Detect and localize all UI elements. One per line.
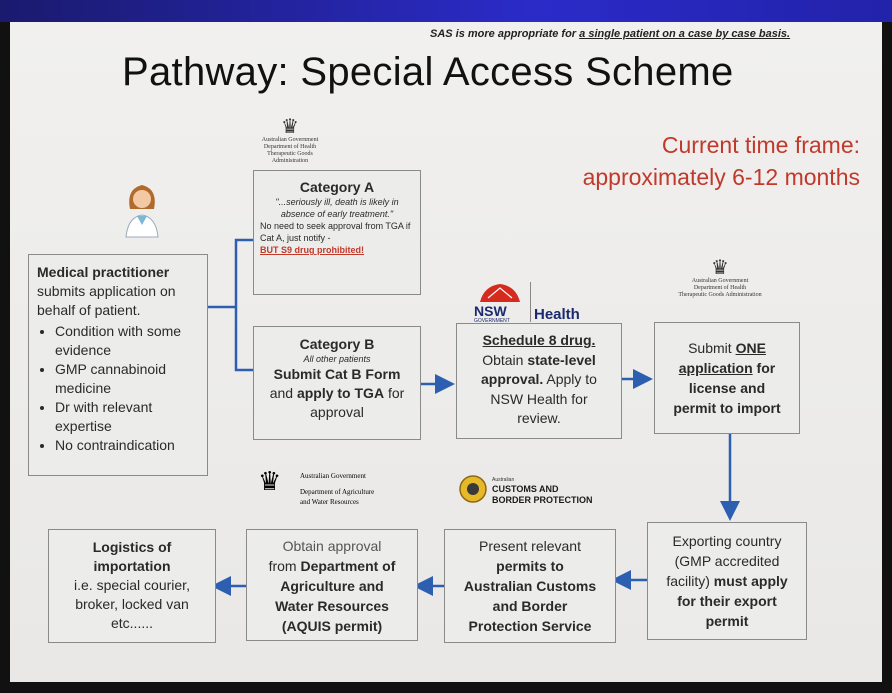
logistics-title2: importation (93, 558, 171, 574)
cat-a-title: Category A (299, 179, 375, 195)
coat-of-arms-icon: ♛ (711, 257, 729, 279)
cat-b-line2: and apply to TGA for (269, 385, 405, 401)
export-line1: Exporting country (672, 533, 782, 549)
s8-line4: review. (517, 410, 561, 426)
cat-a-quote: "...seriously ill, death is likely in ab… (275, 197, 399, 219)
slide: SAS is more appropriate for a single pat… (10, 22, 882, 682)
projector-top-bar (0, 0, 892, 22)
list-item: No contraindication (55, 436, 199, 455)
schedule-8-box: Schedule 8 drug. Obtain state-level appr… (456, 323, 622, 439)
medical-title: Medical practitioner (37, 264, 170, 280)
category-a-box: Category A "...seriously ill, death is l… (253, 170, 421, 295)
customs-logo: Australian CUSTOMS AND BORDER PROTECTION (458, 467, 618, 517)
flow-arrows (208, 238, 740, 596)
export-line4: for their export (677, 593, 777, 609)
licence-line4: permit to import (673, 400, 781, 416)
category-b-box: Category B All other patients Submit Cat… (253, 326, 421, 440)
cat-a-warning: BUT S9 drug prohibited! (260, 245, 364, 255)
agriculture-box: Obtain approval from Department of Agric… (246, 529, 418, 641)
nsw-health-logo: NSW GOVERNMENT Health (468, 280, 598, 324)
logistics-line3: etc...... (110, 615, 153, 631)
cat-b-line1: Submit Cat B Form (273, 366, 401, 382)
gov-health-logo: ♛ Australian Government Department of He… (250, 117, 330, 165)
logistics-line2: broker, locked van (75, 596, 189, 612)
medical-line: submits application on behalf of patient… (37, 283, 176, 318)
customs-line5: Protection Service (468, 618, 592, 634)
customs-box: Present relevant permits to Australian C… (444, 529, 616, 643)
agri-line5: (AQUIS permit) (281, 618, 383, 634)
slide-note: SAS is more appropriate for a single pat… (430, 28, 791, 40)
slide-title: Pathway: Special Access Scheme (122, 50, 734, 94)
agri-line4: Water Resources (275, 598, 389, 614)
coat-of-arms-icon: ♛ (258, 466, 282, 496)
cat-a-text: No need to seek approval from TGA if Cat… (260, 221, 411, 243)
logistics-box: Logistics of importation i.e. special co… (48, 529, 216, 643)
agri-line3: Agriculture and (280, 578, 384, 594)
customs-line4: and Border (492, 598, 568, 614)
gov-agriculture-logo: ♛ Australian Government Department of Ag… (258, 466, 375, 506)
medical-practitioner-box: Medical practitioner submits application… (28, 254, 208, 476)
customs-line3: Australian Customs (463, 578, 597, 594)
s8-line1: Obtain state-level (482, 351, 596, 368)
list-item: Condition with some evidence (55, 322, 199, 360)
agri-line1: Obtain approval (282, 538, 382, 554)
licence-line3: license and (688, 380, 766, 396)
cat-b-title: Category B (299, 336, 375, 352)
list-item: Dr with relevant expertise (55, 398, 199, 436)
timeframe-line2: approximately 6-12 months (582, 164, 860, 190)
s8-line2: approval. Apply to (481, 371, 597, 387)
s8-line3: NSW Health for (490, 390, 588, 407)
cat-b-line3: approval (310, 404, 364, 420)
licence-box: Submit ONE application for license and p… (654, 322, 800, 434)
timeframe-line1: Current time frame: (661, 132, 860, 158)
doctor-avatar-icon (122, 179, 162, 239)
list-item: GMP cannabinoid medicine (55, 360, 199, 398)
branch-connector (234, 238, 253, 372)
coat-of-arms-icon: ♛ (281, 116, 299, 138)
waratah-icon (480, 284, 520, 302)
licence-line2: application for (678, 360, 776, 376)
medical-bullets: Condition with some evidence GMP cannabi… (37, 322, 199, 455)
logistics-title: Logistics of (92, 539, 172, 555)
customs-badge-icon (459, 475, 487, 503)
gov-health-logo-2: ♛ Australian Government Department of He… (670, 258, 770, 299)
cat-b-sub: All other patients (303, 354, 371, 364)
export-line2: (GMP accredited (674, 553, 780, 569)
exporting-country-box: Exporting country (GMP accredited facili… (647, 522, 807, 640)
licence-line1: Submit ONE (688, 340, 766, 356)
logistics-line1: i.e. special courier, (74, 577, 190, 593)
customs-line2: permits to (496, 558, 564, 574)
export-line5: permit (705, 613, 749, 629)
s8-title: Schedule 8 drug. (482, 332, 596, 348)
customs-line1: Present relevant (479, 538, 581, 554)
agri-line2: from Department of (268, 558, 396, 574)
export-line3: facility) must apply (666, 573, 788, 589)
